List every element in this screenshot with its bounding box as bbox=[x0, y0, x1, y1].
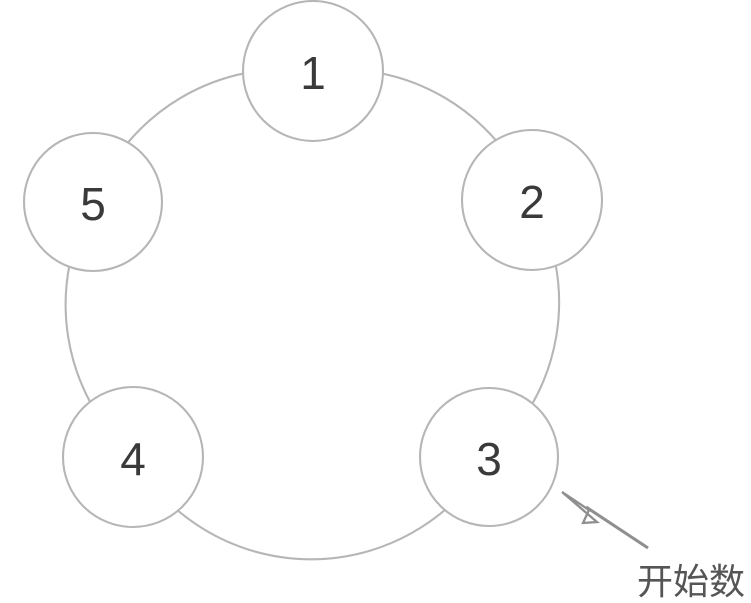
node-3[interactable]: 3 bbox=[418, 386, 560, 528]
node-5[interactable]: 5 bbox=[22, 131, 164, 273]
node-2[interactable]: 2 bbox=[460, 128, 604, 272]
node-2-label: 2 bbox=[519, 176, 545, 228]
arrow-shaft-line bbox=[585, 505, 649, 550]
node-3-circle[interactable] bbox=[418, 386, 560, 528]
node-5-label: 5 bbox=[80, 178, 106, 230]
node-4[interactable]: 4 bbox=[61, 385, 205, 529]
node-1[interactable]: 1 bbox=[241, 0, 385, 143]
node-5-circle[interactable] bbox=[22, 131, 164, 273]
node-4-circle[interactable] bbox=[61, 385, 205, 529]
node-1-circle[interactable] bbox=[241, 0, 385, 143]
node-3-label: 3 bbox=[476, 433, 502, 485]
node-1-label: 1 bbox=[300, 47, 326, 99]
start-annotation-arrow bbox=[561, 491, 649, 550]
node-4-label: 4 bbox=[120, 433, 146, 485]
node-2-circle[interactable] bbox=[460, 128, 604, 272]
arrow-head-icon bbox=[561, 491, 600, 525]
start-annotation-label: 开始数 bbox=[637, 562, 745, 603]
